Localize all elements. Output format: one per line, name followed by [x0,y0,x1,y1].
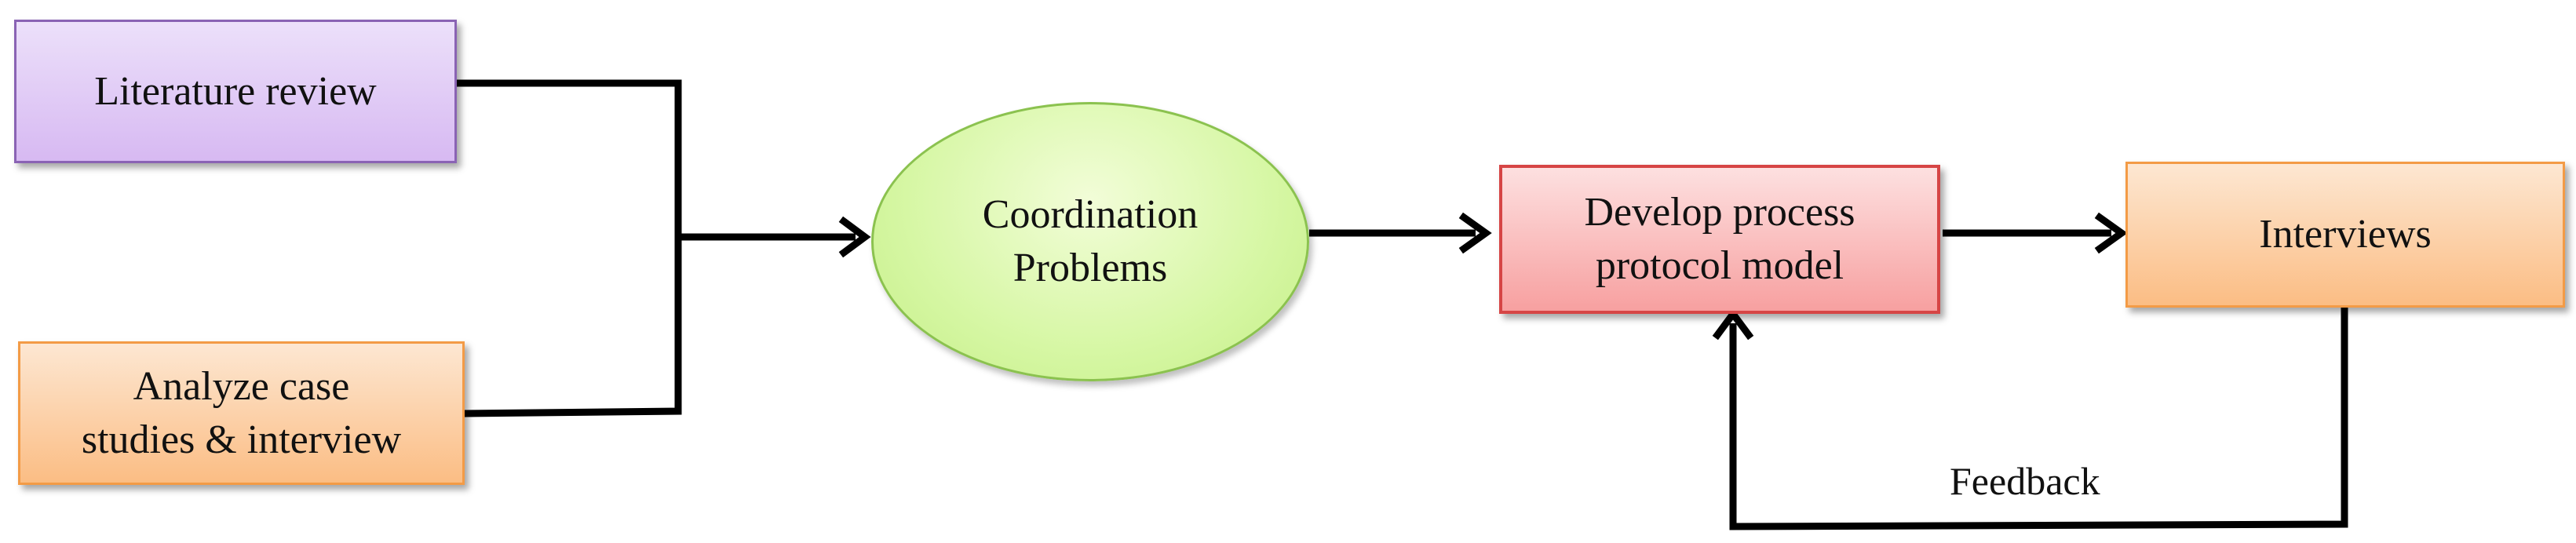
node-analyze-case-line2: studies & interview [81,417,402,462]
node-analyze-case-line1: Analyze case [133,363,350,409]
node-coordination-line2: Problems [1013,246,1168,290]
node-analyze-case-studies: Analyze case studies & interview [18,341,465,485]
node-develop-line2: protocol model [1595,243,1844,288]
edge-interviews-feedback [1729,308,2348,530]
edge-analyze-to-merge [464,237,682,417]
edge-literature-to-merge [457,79,682,237]
node-interviews-label: Interviews [2259,212,2432,257]
node-coordination-problems: Coordination Problems [871,102,1309,381]
node-literature-review-label: Literature review [94,68,377,114]
arrowhead-develop [1458,212,1492,254]
arrowhead-coordination [838,216,871,258]
arrowhead-feedback [1712,308,1754,341]
node-develop-line1: Develop process [1584,190,1855,235]
arrowhead-interviews [2094,212,2128,254]
node-coordination-line1: Coordination [982,192,1199,237]
node-coordination-problems-text: Coordination Problems [983,188,1198,295]
node-interviews: Interviews [2125,162,2565,308]
node-analyze-case-studies-text: Analyze case studies & interview [82,360,401,467]
node-literature-review: Literature review [14,20,457,163]
edge-label-feedback: Feedback [1950,459,2100,503]
node-develop-process-protocol-model: Develop process protocol model [1499,165,1940,314]
node-develop-process-text: Develop process protocol model [1584,186,1855,293]
